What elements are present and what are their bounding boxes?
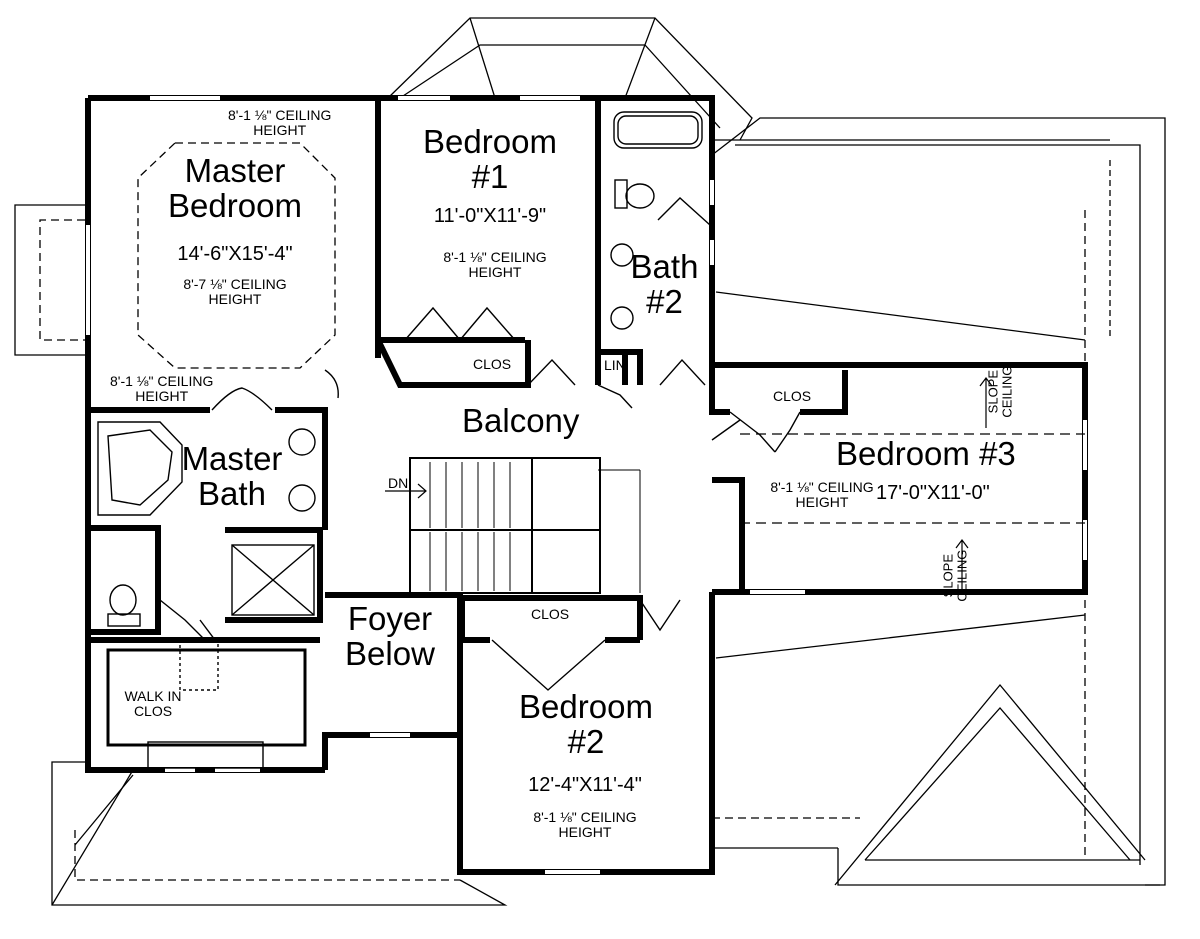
bath2-name: Bath #2 (630, 248, 699, 320)
linen-closet-label: LIN (604, 357, 626, 373)
door-swings (159, 197, 801, 691)
master-bath-name: Master Bath (181, 440, 283, 512)
closet-bedroom3-label: CLOS (773, 388, 812, 404)
roof-outline (14, 17, 1166, 906)
slope-arrows (955, 377, 993, 590)
tray-ceiling (137, 142, 336, 369)
bedroom1-dimensions: 11'-0"X11'-9" (433, 205, 547, 227)
bedroom1-ceiling: 8'-1 ⅛" CEILING HEIGHT (443, 249, 547, 280)
walk-in-closet-label: WALK IN CLOS (124, 688, 182, 719)
slope-ceiling-label-upper: SLOPE CEILING (985, 365, 1014, 418)
bedroom2-dimensions: 12'-4"X11'-4" (528, 774, 642, 796)
bedroom1-name: Bedroom #1 (423, 123, 557, 195)
master-lower-ceiling-label: 8'-1 ⅛" CEILING HEIGHT (110, 373, 214, 404)
bedroom2-name: Bedroom #2 (519, 688, 653, 760)
bedroom2-ceiling: 8'-1 ⅛" CEILING HEIGHT (533, 809, 637, 840)
balcony-name: Balcony (462, 402, 580, 439)
master-bedroom-name: Master Bedroom (168, 152, 302, 224)
bedroom3-name: Bedroom #3 (836, 435, 1016, 472)
closet-bedroom2-label: CLOS (531, 606, 570, 622)
master-bedroom-dimensions: 14'-6"X15'-4" (177, 243, 293, 265)
windows (86, 96, 1087, 874)
closet-bedroom1-label: CLOS (473, 356, 512, 372)
bedroom3-dimensions: 17'-0"X11'-0" (876, 482, 990, 504)
foyer-below-name: Foyer Below (345, 600, 435, 672)
stairs (385, 457, 641, 594)
master-top-ceiling-label: 8'-1 ⅛" CEILING HEIGHT (228, 107, 332, 138)
slope-lines (740, 433, 1085, 524)
fixtures (97, 111, 703, 769)
stairs-down-label: DN (388, 475, 409, 491)
slope-ceiling-label-lower: SLOPE CEILING (940, 549, 969, 602)
bedroom3-ceiling: 8'-1 ⅛" CEILING HEIGHT (770, 479, 874, 510)
master-bedroom-ceiling: 8'-7 ⅛" CEILING HEIGHT (183, 276, 287, 307)
